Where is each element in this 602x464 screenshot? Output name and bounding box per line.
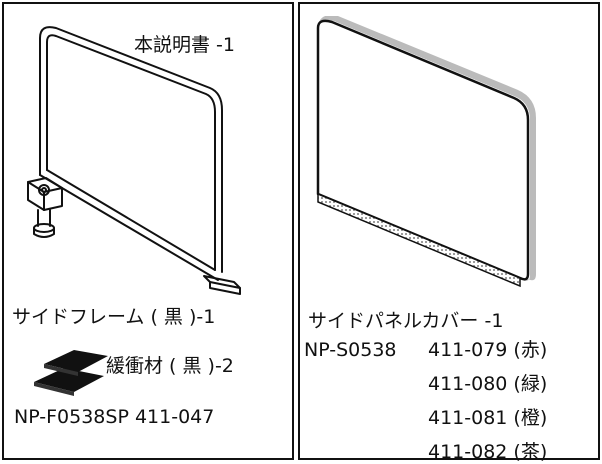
cushion-label: 緩衝材 ( 黒 )-2 (106, 355, 234, 377)
manual-label: 本説明書 -1 (134, 34, 235, 56)
variant-brown: 411-082 (茶) (428, 441, 548, 463)
left-model-number: NP-F0538SP 411-047 (14, 406, 215, 428)
variant-green: 411-080 (緑) (428, 373, 548, 395)
variant-red: 411-079 (赤) (428, 339, 548, 361)
left-parts-panel: 本説明書 -1 サイドフレーム ( 黒 )-1 (2, 2, 294, 460)
right-model-prefix: NP-S0538 (304, 339, 397, 361)
side-panel-cover-label: サイドパネルカバー -1 (308, 310, 504, 332)
right-parts-panel: サイドパネルカバー -1 NP-S0538 411-079 (赤) 411-08… (298, 2, 600, 463)
variant-orange: 411-081 (橙) (428, 407, 548, 429)
cushion-pads-illustration (34, 350, 108, 396)
side-panel-cover-illustration (316, 16, 536, 288)
side-frame-illustration (27, 26, 241, 295)
side-frame-label: サイドフレーム ( 黒 )-1 (12, 306, 216, 328)
